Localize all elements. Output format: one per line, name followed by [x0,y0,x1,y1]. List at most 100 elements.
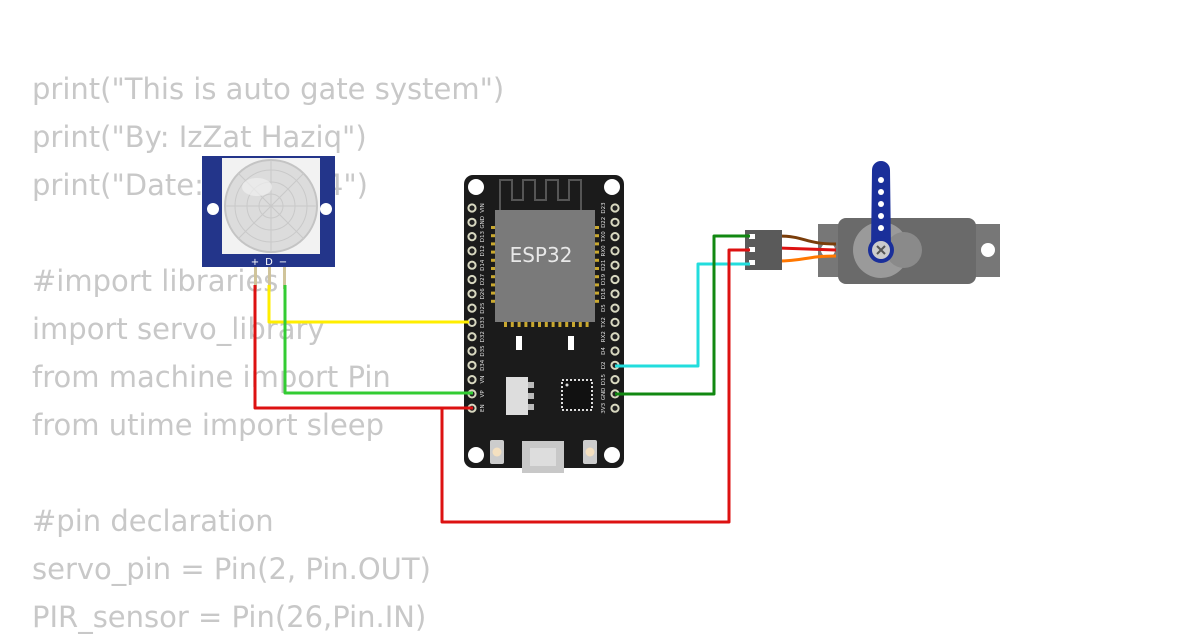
left-pin-header: VINGNDD13D12D14D27D26D25D33D32D35D34VNVP… [467,203,486,413]
pir-motion-sensor[interactable]: + D − [202,156,335,289]
header-pin-d23[interactable] [610,203,620,213]
castellation-pad [551,322,555,327]
header-pin-d25[interactable] [467,303,477,313]
pin-label: D27 [480,273,486,285]
header-pin-vin[interactable] [467,203,477,213]
code-line: print("This is auto gate system") [32,72,505,106]
code-line: #pin declaration [32,504,274,538]
header-pin-d21[interactable] [610,260,620,270]
castellation-pad [491,250,495,254]
micro-usb-port [522,441,564,473]
castellation-pad [595,283,599,287]
pin-label: VP [480,390,486,398]
code-line: servo_pin = Pin(2, Pin.OUT) [32,552,431,586]
header-pin-d26[interactable] [467,289,477,299]
header-pin-d33[interactable] [467,317,477,327]
pin-label: D5 [601,304,607,312]
pin-label: D15 [601,373,607,385]
pin-label: VIN [480,203,486,213]
header-pin-vn[interactable] [467,375,477,385]
wire-pir-power-to-vin[interactable] [253,285,473,410]
header-pin-rx0[interactable] [610,246,620,256]
header-pin-gnd[interactable] [467,217,477,227]
wires [253,234,750,524]
code-line: from machine import Pin [32,360,391,394]
pin-label: D21 [601,260,607,271]
usb-uart-chip [561,379,593,411]
pin-label: D12 [480,245,486,256]
castellation-pad [491,242,495,246]
castellation-pad [544,322,548,327]
antenna-trace [499,179,582,214]
code-line: print("By: IzZat Haziq") [32,120,367,154]
pir-pin-label: − [279,257,287,268]
castellation-pad [538,322,541,327]
wire-pir-signal-to-d26[interactable] [267,285,469,324]
pin-label: D22 [601,217,607,228]
castellation-pad [565,322,569,327]
pin-label: D34 [480,359,486,371]
header-pin-3v3[interactable] [610,403,620,413]
code-line: from utime import sleep [32,408,385,442]
header-pin-d19[interactable] [610,274,620,285]
servo-screw [872,241,890,259]
pin-label: GND [480,216,486,229]
header-pin-d35[interactable] [467,346,477,356]
castellation-pad [491,226,495,229]
code-line: #import libraries [32,264,279,298]
header-pin-d22[interactable] [610,217,620,227]
castellation-pad [595,275,599,279]
code-editor-background: print("This is auto gate system") print(… [32,65,504,641]
header-pin-d15[interactable] [610,375,620,385]
pin-label: TX2 [601,317,607,329]
header-pin-d12[interactable] [467,246,477,256]
castellation-pad [491,234,495,238]
pin-label: D23 [601,202,607,214]
pin-label: TX0 [601,231,607,243]
castellation-pad [595,250,599,254]
header-pin-d34[interactable] [467,360,477,370]
castellation-pad [504,322,507,327]
pin-label: D32 [480,331,486,342]
castellation-pad [595,234,599,238]
header-pin-d27[interactable] [467,274,477,285]
header-pin-d4[interactable] [610,346,620,356]
header-pin-d14[interactable] [467,260,477,270]
pir-pin-label: + [251,257,259,268]
module-castellations [491,226,599,327]
pin-label: D13 [480,230,486,242]
castellation-pad [572,322,575,327]
pin-label: D19 [601,273,607,285]
wire-servo-signal-to-d2[interactable] [615,262,750,368]
header-pin-d18[interactable] [610,289,620,299]
header-pin-d13[interactable] [467,232,477,242]
castellation-pad [491,291,495,295]
pin-label: 3V3 [601,402,607,413]
pin-label: RX0 [601,245,607,257]
castellation-pad [595,299,599,303]
header-pin-tx0[interactable] [610,232,620,242]
castellation-pad [524,322,528,327]
pin-label: VN [480,376,486,384]
header-pin-d32[interactable] [467,332,477,342]
pin-label: EN [480,404,486,412]
castellation-pad [595,258,599,262]
servo-motor[interactable] [818,161,1000,284]
voltage-regulator [506,377,534,415]
header-pin-rx2[interactable] [610,332,620,342]
code-line: import servo_library [32,312,325,346]
pin-label: D14 [480,259,486,271]
boot-button[interactable] [583,440,597,464]
servo-connector[interactable] [745,230,782,270]
wire-servo-ground-to-gnd[interactable] [615,234,750,396]
header-pin-d5[interactable] [610,303,620,313]
castellation-pad [585,322,589,327]
castellation-pad [595,226,599,229]
header-pin-tx2[interactable] [610,317,620,327]
wire-pir-ground-to-gnd[interactable] [283,285,473,395]
en-button[interactable] [490,440,504,464]
pin-label: D25 [480,302,486,314]
wire-servo-power-to-vin[interactable] [440,248,750,524]
